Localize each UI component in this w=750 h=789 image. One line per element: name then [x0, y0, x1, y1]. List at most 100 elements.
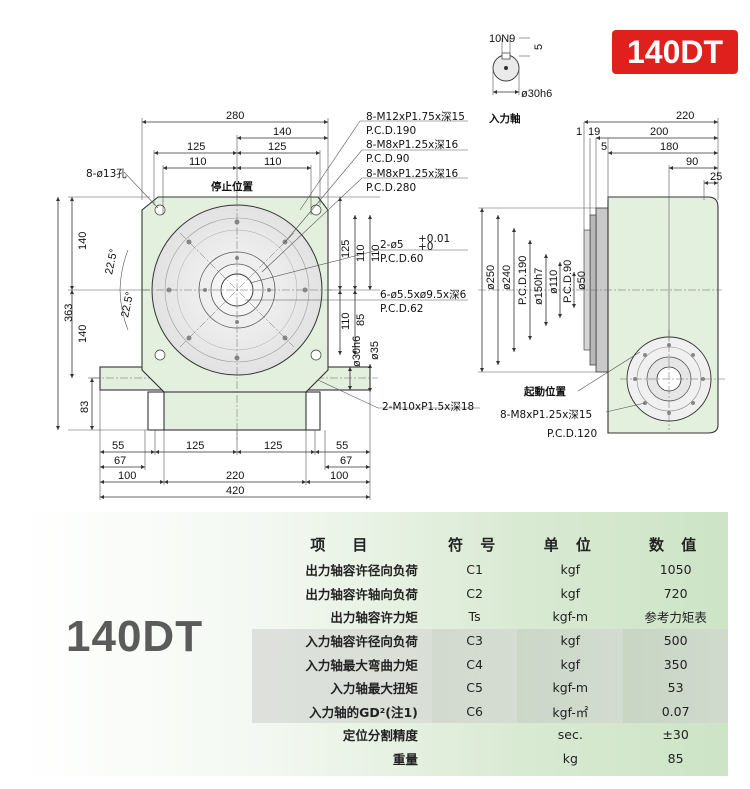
- dim-125-right: 125: [268, 141, 286, 153]
- side-vdim-250: ø250: [485, 265, 497, 290]
- bdim-125-left: 125: [186, 440, 204, 452]
- side-view: 220 200 180 90 25 1 19 5 ø250 ø240 P.C.D…: [478, 110, 725, 440]
- spec-value-cell: 500: [623, 628, 728, 653]
- side-vdim-150: ø150h7: [533, 268, 545, 305]
- spec-symbol-cell: [432, 747, 517, 771]
- callout-counterbore: 6-ø5.5xø9.5x深6: [380, 289, 467, 301]
- bdim-100-right: 100: [330, 470, 348, 482]
- table-row: 出力轴容许轴向负荷 C2 kgf 720: [252, 582, 728, 606]
- side-vdim-110: ø110: [548, 270, 560, 294]
- spec-unit-cell: kgf: [517, 628, 624, 653]
- bdim-125-right: 125: [264, 440, 282, 452]
- callout-m8-b: 8-M8xP1.25x深16: [366, 168, 459, 180]
- spec-value-cell: 0.07: [623, 699, 728, 724]
- angle-upper: 22.5°: [103, 248, 120, 276]
- vdim-110-a: 110: [355, 244, 367, 262]
- spec-unit-cell: kgf-㎡: [517, 699, 624, 724]
- callout-pcd90: P.C.D.90: [366, 153, 410, 165]
- bdim-100-left: 100: [118, 470, 136, 482]
- spec-value-cell: 350: [623, 652, 728, 676]
- spec-item-cell: 入力轴最大扭矩: [252, 675, 432, 700]
- bdim-420: 420: [226, 485, 244, 497]
- side-dim-220: 220: [676, 110, 694, 122]
- spec-unit-cell: kg: [562, 751, 578, 767]
- side-dim-180: 180: [660, 141, 678, 153]
- callout-m8-a: 8-M8xP1.25x深16: [366, 139, 459, 151]
- spec-unit-cell: kgf-m: [552, 609, 589, 625]
- dim-83: 83: [79, 401, 91, 413]
- spec-item-cell: 入力轴的GD²(注1): [252, 699, 432, 724]
- spec-unit-cell: sec.: [557, 727, 583, 743]
- spec-symbol-cell: C4: [431, 652, 518, 676]
- side-dim-19: 19: [588, 126, 600, 138]
- side-vdim-240: ø240: [501, 265, 513, 290]
- dim-363: 363: [63, 304, 75, 322]
- header-item: 项 目: [310, 535, 374, 554]
- keyway-label: 10N9: [489, 33, 515, 45]
- spec-symbol-cell: C3: [431, 628, 518, 653]
- dim-110-left: 110: [189, 156, 207, 168]
- spec-item-cell: 入力轴容许径向负荷: [252, 628, 432, 653]
- callout-m12: 8-M12xP1.75x深15: [366, 111, 465, 123]
- callout-tol-lower: +0: [418, 241, 433, 253]
- vdim-110-c: 110: [370, 244, 382, 262]
- spec-unit-cell: kgf: [560, 585, 581, 601]
- spec-value-cell: 720: [663, 585, 688, 601]
- callout-pcd60: P.C.D.60: [380, 253, 424, 265]
- input-shaft-caption: 入力軸: [489, 112, 521, 125]
- side-dim-1: 1: [576, 126, 582, 138]
- model-badge: 140DT: [612, 30, 738, 74]
- spec-item-cell: 重量: [392, 752, 418, 768]
- callout-tol-upper: +0.01: [418, 233, 450, 245]
- table-row: 重量 kg 85: [252, 747, 728, 771]
- spec-unit-cell: kgf: [517, 652, 624, 676]
- dim-110-right: 110: [264, 156, 282, 168]
- spec-item-cell: 出力轴容许轴向负荷: [305, 586, 418, 602]
- side-callout-pcd120: P.C.D.120: [547, 428, 597, 440]
- shaft-dim-35: ø35: [369, 341, 381, 360]
- side-dim-90: 90: [686, 156, 698, 168]
- spec-unit-cell: kgf: [560, 562, 581, 578]
- callout-m10: 2-M10xP1.5x深18: [382, 401, 474, 413]
- spec-symbol-cell: C2: [466, 585, 483, 601]
- shaft-diameter-label: ø30h6: [521, 88, 552, 100]
- side-dim-5: 5: [601, 141, 607, 153]
- vdim-85: 85: [355, 314, 367, 326]
- spec-item-cell: 定位分割精度: [342, 728, 418, 744]
- spec-value-cell: 参考力矩表: [644, 610, 707, 626]
- shaft-dim-30: ø30h6: [351, 336, 363, 367]
- dim-140-lower: 140: [77, 325, 89, 343]
- side-dim-25: 25: [710, 171, 722, 183]
- stop-position-label: 停止位置: [211, 180, 253, 193]
- dim-140-upper: 140: [77, 232, 89, 250]
- vdim-125: 125: [340, 240, 352, 258]
- header-unit: 单 位: [543, 535, 597, 554]
- spec-value-cell: 1050: [659, 562, 692, 578]
- callout-pcd62: P.C.D.62: [380, 303, 424, 315]
- callout-pin: 2-ø5: [380, 239, 404, 251]
- spec-item-cell: 出力轴容许径向负荷: [305, 563, 418, 579]
- key-depth-label: 5: [533, 44, 545, 50]
- spec-symbol-cell: [432, 723, 517, 747]
- header-symbol: 符 号: [447, 535, 502, 554]
- vdim-110-b: 110: [340, 312, 352, 330]
- header-value: 数 值: [649, 535, 703, 554]
- angle-lower: 22.5°: [119, 291, 136, 319]
- bdim-67-right: 67: [340, 455, 352, 467]
- bdim-55-right: 55: [336, 440, 348, 452]
- spec-value-cell: 85: [667, 751, 684, 767]
- technical-drawing: 10N9 5 ø30h6 入力軸: [56, 33, 725, 500]
- spec-item-cell: 入力轴最大弯曲力矩: [252, 652, 432, 676]
- start-position-label: 起動位置: [523, 385, 566, 398]
- dim-280: 280: [226, 110, 244, 122]
- spec-header-row: 项 目 符 号 单 位 数 值: [252, 530, 728, 558]
- model-label: 140DT: [66, 612, 204, 661]
- side-vdim-pcd90: P.C.D.90: [562, 260, 574, 303]
